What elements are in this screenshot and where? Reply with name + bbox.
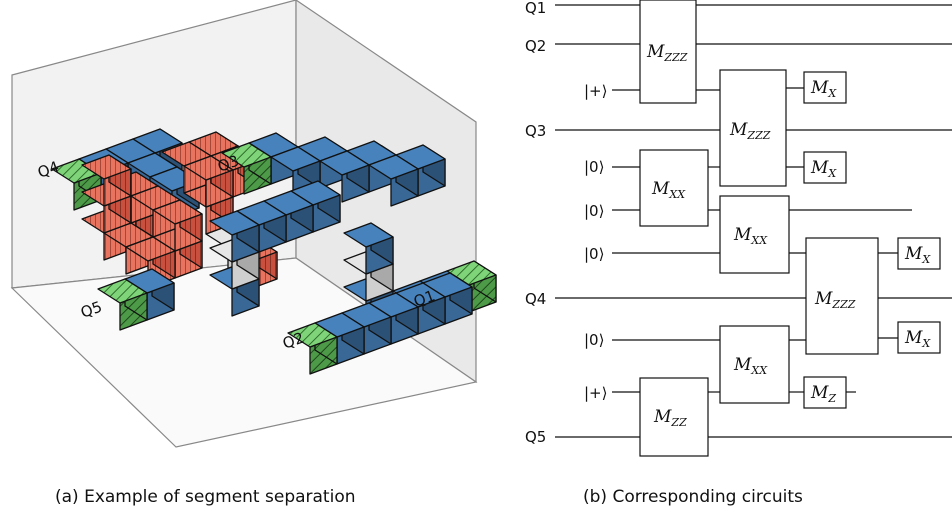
wire-label-zero-3: |0⟩ [584,245,604,263]
gate-mxx-1-label: MXX [651,179,686,201]
measure-mz [803,376,847,409]
gate-mxx-1 [639,149,709,227]
caption-b: (b) Corresponding circuits [583,487,803,507]
measure-mx-4 [897,321,941,354]
q1-segment-cube [446,260,497,313]
gate-mxx-2-label: MXX [733,225,768,247]
gate-mzzz-2 [719,69,787,187]
wire-label-q2: Q2 [525,37,546,55]
gate-mzz [639,377,709,457]
wire-label-plus-1: |+⟩ [584,82,607,100]
bridge-segment-cube [209,210,260,263]
q3-segment-cube [368,154,419,207]
q3-segment-cube [395,144,446,197]
gate-mzzz-1 [639,0,697,104]
gate-mxx-3-label: MXX [733,355,768,377]
gate-mxx-3 [719,325,790,404]
measure-mx-2-label: MX [810,158,837,180]
gate-mzzz-3-label: MZZZ [814,289,856,311]
measure-mx-1 [803,71,847,104]
segment-diagram: Q4 Q3 Q5 Q2 Q1 (a) Example of segment se… [10,0,497,507]
gate-mzzz-3 [805,237,879,355]
wire-label-q3: Q3 [525,122,546,140]
q5-segment-cube [97,278,148,331]
measure-mx-3-label: MX [904,244,931,266]
red-block-center-cube [183,155,234,208]
red-block-left-cube [152,199,203,252]
wire-label-zero-4: |0⟩ [584,331,604,349]
caption-a: (a) Example of segment separation [55,487,356,507]
gate-mzzz-1-label: MZZZ [646,42,688,64]
red-block-left-cube [81,154,132,207]
circuit-diagram: Q1 Q2 |+⟩ Q3 |0⟩ |0⟩ |0⟩ Q4 |0⟩ |+⟩ Q5 [525,0,952,507]
q2-segment-cube [287,322,338,375]
wire-label-q5: Q5 [525,428,546,446]
measure-mx-4-label: MX [904,328,931,350]
gate-mxx-2 [719,195,790,274]
q1-segment-cube [343,222,394,275]
q2-segment-cube [368,292,419,345]
gate-mzz-label: MZZ [653,407,687,429]
wire-label-q1: Q1 [525,0,546,17]
wire-label-plus-2: |+⟩ [584,384,607,402]
wire-label-zero-2: |0⟩ [584,202,604,220]
wire-label-zero-1: |0⟩ [584,158,604,176]
q2-segment-cube [395,282,446,335]
measure-mx-1-label: MX [810,78,837,100]
gate-mzzz-2-label: MZZZ [729,120,771,142]
wire-label-q4: Q4 [525,290,546,308]
measure-mx-2 [803,151,847,184]
q5-segment-cube [124,268,175,321]
cube-cluster [51,128,497,375]
measure-mz-label: MZ [810,383,836,405]
measure-mx-3 [897,237,941,270]
bridge-segment-cube [236,200,287,253]
q2-segment-cube [314,312,365,365]
